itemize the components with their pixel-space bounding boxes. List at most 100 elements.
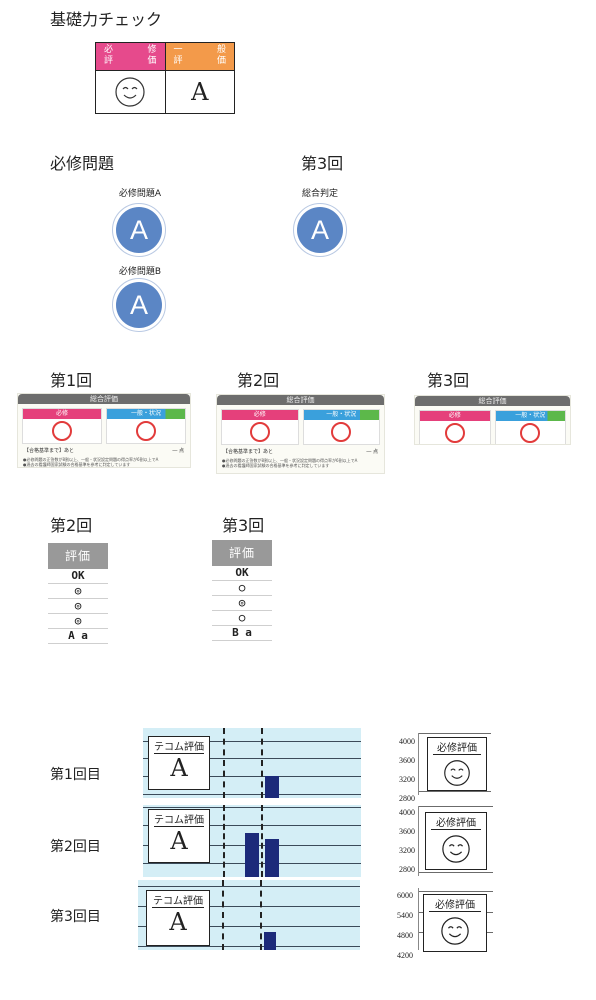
grade-letter: A — [116, 207, 162, 253]
y-axis-ticks-1: 4000 3600 3200 2800 — [385, 732, 415, 808]
y-tick: 4200 — [397, 951, 413, 960]
y-tick: 3600 — [399, 827, 415, 836]
general-panel: 一般・状況 — [106, 408, 186, 444]
row-label-3: 第3回目 — [50, 909, 101, 925]
evaluation-strip-3: 評価 OK ○ ◎ ○ B a — [212, 540, 272, 658]
third-section-heading: 第3回 — [301, 154, 344, 173]
overall-label: 総合判定 — [301, 189, 338, 199]
card-title: 総合評価 — [18, 394, 190, 404]
mini-chart-1: 必修評価 — [418, 733, 491, 795]
tecom-title: テコム評価 — [152, 891, 204, 908]
smiley-face-icon — [444, 760, 470, 786]
required-b-label: 必修問題B — [118, 267, 162, 277]
panel-header: 一般・状況 — [495, 411, 565, 421]
smiley-face-icon — [442, 835, 470, 863]
card-note: ●過去の看護師国家試験の合格基準を参考に判定しています — [222, 463, 330, 468]
strip-row: ◎ — [48, 584, 108, 599]
strip-row: OK — [48, 569, 108, 584]
general-evaluation-value: A — [165, 70, 234, 113]
y-tick: 4000 — [399, 808, 415, 817]
passing-value: ― 点 — [366, 449, 378, 455]
passing-label: 【合格基準まで】あと — [24, 448, 75, 454]
required-panel: 必修 — [22, 408, 102, 444]
strip-row: ○ — [212, 611, 272, 626]
smiley-face-icon — [441, 917, 469, 945]
header-char: 修 — [147, 45, 157, 55]
y-tick: 6000 — [397, 891, 413, 900]
evaluation-strip-2: 評価 OK ◎ ◎ ◎ A a — [48, 543, 108, 661]
required-a-label: 必修問題A — [118, 189, 162, 199]
grade-letter: A — [297, 207, 343, 253]
circle-mark-icon — [444, 423, 465, 443]
card-title: 総合評価 — [217, 395, 384, 405]
required-b-badge: A — [112, 278, 166, 332]
required-title: 必修評価 — [429, 895, 481, 912]
panel-header: 一般・状況 — [303, 410, 379, 420]
card-note: ●必修問題の正答数が8割以上、一般・状況設定問題の得点率が6割以上でA — [222, 458, 358, 463]
required-evaluation-column: 必修 評価 — [96, 43, 165, 113]
header-char: 価 — [216, 56, 226, 66]
y-tick: 2800 — [399, 865, 415, 874]
score-card-3: 総合評価 必修 一般・状況 — [414, 395, 571, 445]
card-heading-1: 第1回 — [50, 371, 93, 390]
score-bar — [245, 833, 259, 877]
y-axis-ticks-3: 6000 5400 4800 4200 — [383, 886, 413, 966]
strip-row: ◎ — [48, 614, 108, 629]
required-section-heading: 必修問題 — [50, 154, 115, 173]
header-char: 必 — [104, 45, 114, 55]
card-note: ●過去の看護師国家試験の合格基準を参考に判定しています — [23, 462, 131, 467]
strip-row: A a — [48, 629, 108, 644]
smiley-face-icon — [115, 77, 145, 107]
mini-chart-2: 必修評価 — [418, 806, 493, 876]
circle-mark-icon — [136, 421, 156, 441]
y-tick: 5400 — [397, 911, 413, 920]
tecom-grade: A — [170, 827, 188, 855]
mini-chart-3: 必修評価 — [418, 888, 493, 952]
row-label-1: 第1回目 — [50, 767, 101, 783]
strip-row: OK — [212, 566, 272, 581]
score-bar — [265, 776, 279, 798]
circle-mark-icon — [249, 422, 270, 442]
panel-header: 一般・状況 — [107, 409, 185, 419]
strip-header: 評価 — [48, 543, 108, 569]
strip-row: B a — [212, 626, 272, 641]
required-evaluation-box: 必修評価 — [423, 894, 487, 952]
score-card-1: 総合評価 必修 一般・状況 【合格基準まで】あと― 点 ●必修問題の正答数が8割… — [17, 393, 191, 468]
panel-header: 必修 — [222, 410, 298, 420]
tecom-evaluation-box: テコム評価 A — [146, 890, 210, 946]
y-tick: 3600 — [399, 756, 415, 765]
circle-mark-icon — [52, 421, 72, 441]
y-tick: 4000 — [399, 737, 415, 746]
strip-row: ◎ — [48, 599, 108, 614]
required-evaluation-box: 必修評価 — [425, 812, 487, 870]
panel-header: 必修 — [23, 409, 101, 419]
y-tick: 4800 — [397, 931, 413, 940]
y-tick: 2800 — [399, 794, 415, 803]
header-char: 一 — [173, 45, 183, 55]
strip-header: 評価 — [212, 540, 272, 566]
card-heading-3: 第3回 — [427, 371, 470, 390]
header-char: 評 — [173, 56, 183, 66]
required-panel: 必修 — [221, 409, 299, 445]
score-chart-3: テコム評価 A — [138, 880, 360, 950]
score-bar — [264, 932, 276, 950]
card-note: ●必修問題の正答数が8割以上、一般・状況設定問題の得点率が6割以上でA — [23, 457, 159, 462]
tecom-grade: A — [169, 908, 187, 936]
required-title: 必修評価 — [431, 813, 481, 830]
tecom-evaluation-box: テコム評価 A — [148, 736, 210, 790]
score-card-2: 総合評価 必修 一般・状況 【合格基準まで】あと― 点 ●必修問題の正答数が8割… — [216, 394, 385, 474]
header-char: 評 — [104, 56, 114, 66]
general-grade: A — [191, 78, 209, 106]
score-chart-1: テコム評価 A — [143, 728, 361, 798]
y-tick: 3200 — [399, 775, 415, 784]
required-panel: 必修 — [419, 410, 491, 444]
card-heading-2: 第2回 — [237, 371, 280, 390]
required-title: 必修評価 — [433, 738, 481, 755]
required-a-badge: A — [112, 203, 166, 257]
score-chart-2: テコム評価 A — [143, 805, 361, 877]
card-title: 総合評価 — [415, 396, 570, 406]
required-evaluation-value — [96, 70, 165, 113]
tecom-evaluation-box: テコム評価 A — [148, 809, 210, 863]
overall-badge: A — [293, 203, 347, 257]
